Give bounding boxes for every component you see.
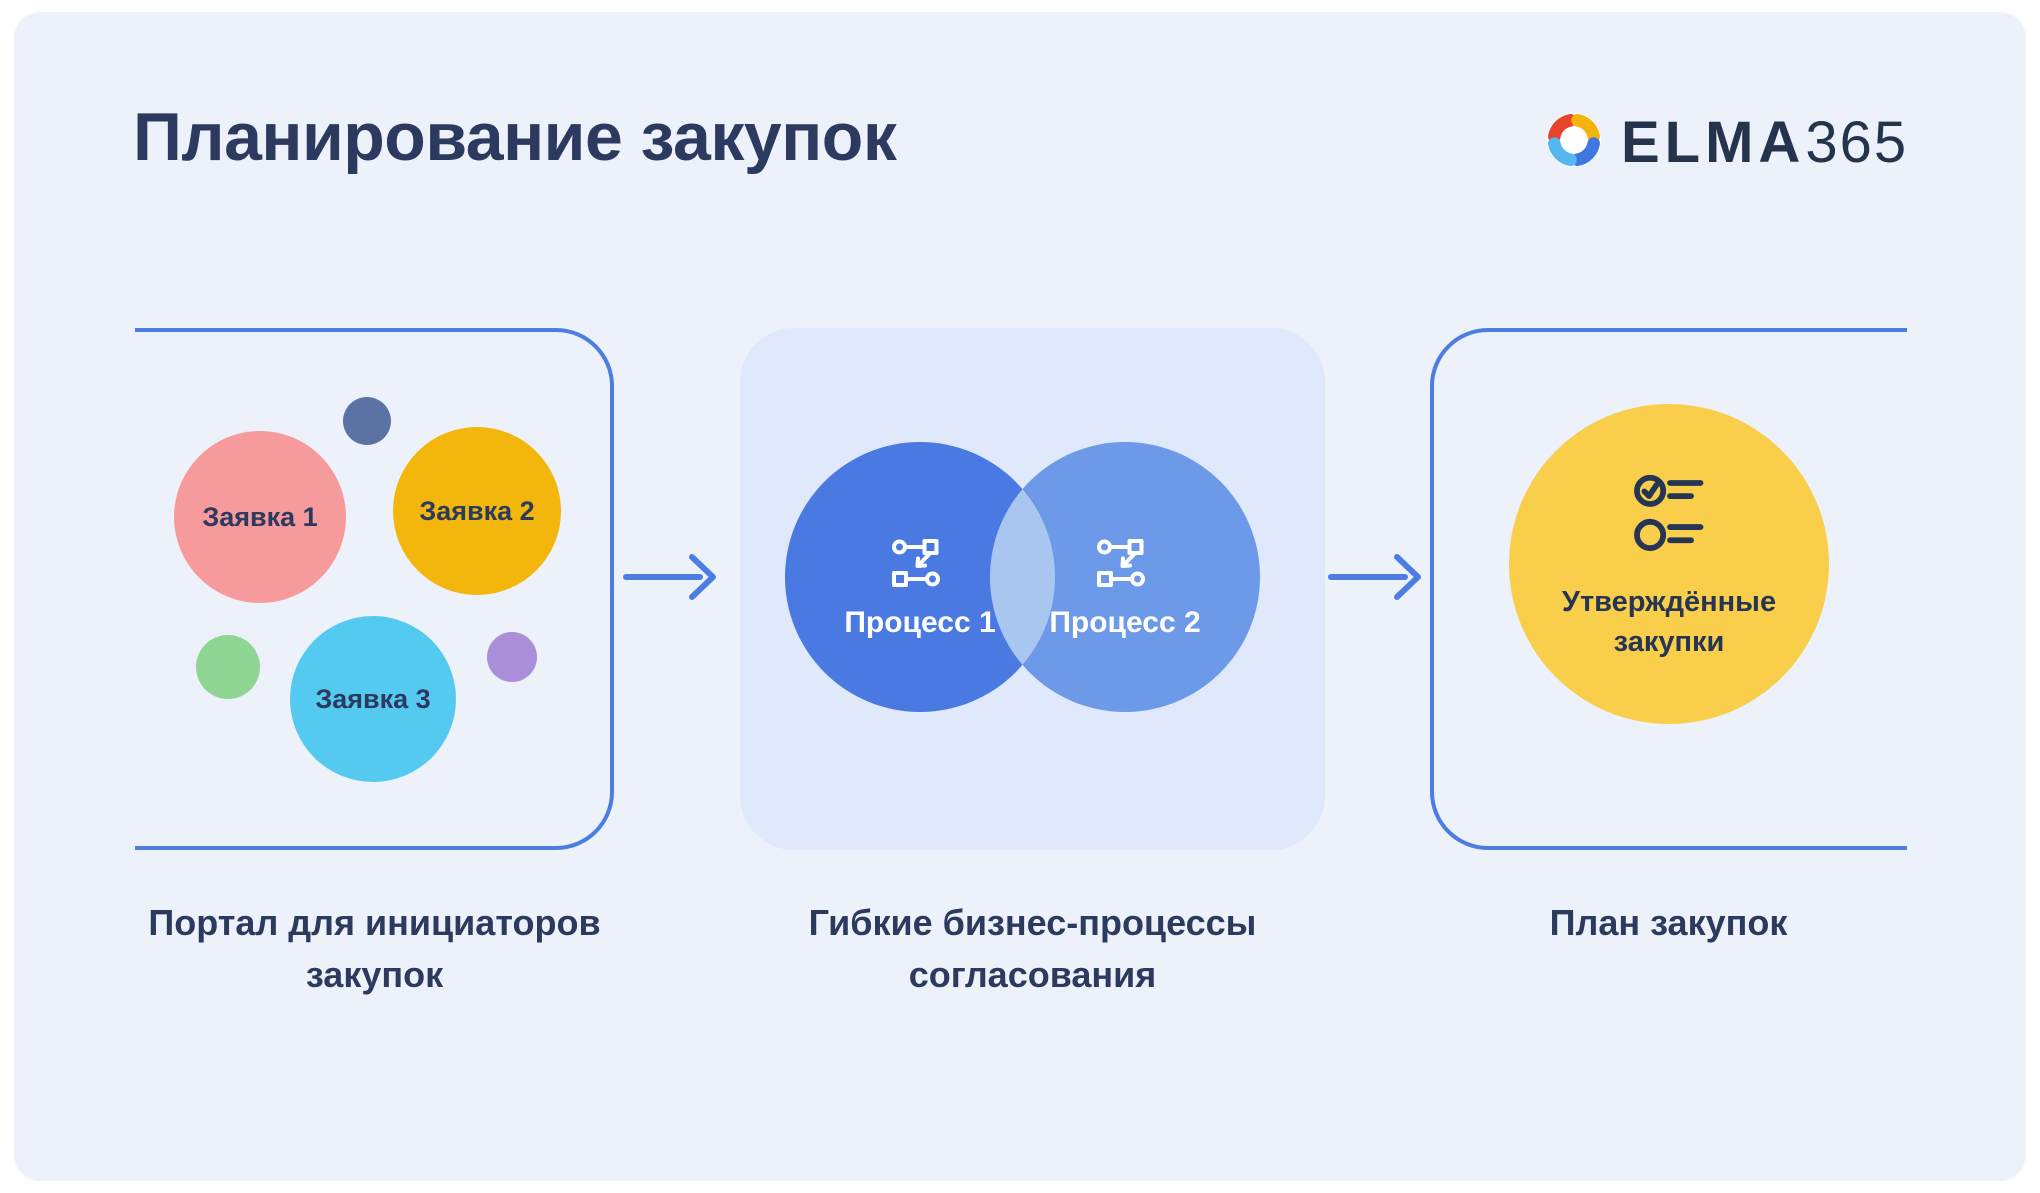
approved-label-line2: закупки [1613, 625, 1725, 658]
page-title: Планирование закупок [133, 99, 897, 175]
process-label-2: Процесс 2 [1049, 606, 1200, 639]
checklist-icon [1634, 473, 1704, 562]
bubble-zayavka-3: Заявка 3 [290, 616, 456, 782]
approved-label: Утверждённые закупки [1562, 582, 1776, 662]
brand-wordmark: ELMA 365 [1621, 109, 1908, 176]
bubble-label: Заявка 2 [419, 495, 535, 526]
process-caption-line2: согласования [908, 954, 1157, 995]
decor-bubble-green [196, 635, 260, 699]
portal-box: Заявка 1 Заявка 2 Заявка 3 [135, 328, 614, 850]
process-flow-icon [892, 539, 940, 587]
process-caption-line1: Гибкие бизнес-процессы [808, 902, 1257, 943]
approved-purchases-bubble: Утверждённые закупки [1509, 404, 1829, 724]
plan-caption-line1: План закупок [1549, 902, 1788, 943]
plan-box: Утверждённые закупки [1430, 328, 1907, 850]
process-panel: Процесс 1 Процесс 2 [740, 328, 1325, 850]
portal-caption-line2: закупок [305, 954, 444, 995]
process-flow-icon [1097, 539, 1145, 587]
portal-caption-line1: Портал для инициаторов [148, 902, 601, 943]
approved-label-line1: Утверждённые [1561, 585, 1777, 618]
bubble-label: Заявка 3 [315, 683, 431, 714]
process-label-1: Процесс 1 [844, 606, 995, 639]
bubble-label: Заявка 1 [202, 501, 318, 532]
flow-arrow-1 [622, 550, 718, 609]
brand-logo: ELMA 365 [1542, 108, 1908, 177]
bubble-zayavka-1: Заявка 1 [174, 431, 346, 603]
decor-bubble-purple [487, 632, 537, 682]
brand-name: ELMA [1621, 110, 1806, 175]
plan-caption: План закупок [1430, 897, 1907, 949]
flow-arrow-2 [1327, 550, 1423, 609]
bubble-zayavka-2: Заявка 2 [393, 427, 561, 595]
process-caption: Гибкие бизнес-процессы согласования [740, 897, 1325, 1001]
elma-pinwheel-icon [1542, 108, 1606, 177]
portal-caption: Портал для инициаторов закупок [135, 897, 614, 1001]
decor-bubble-slate [343, 397, 391, 445]
brand-365: 365 [1805, 110, 1909, 175]
